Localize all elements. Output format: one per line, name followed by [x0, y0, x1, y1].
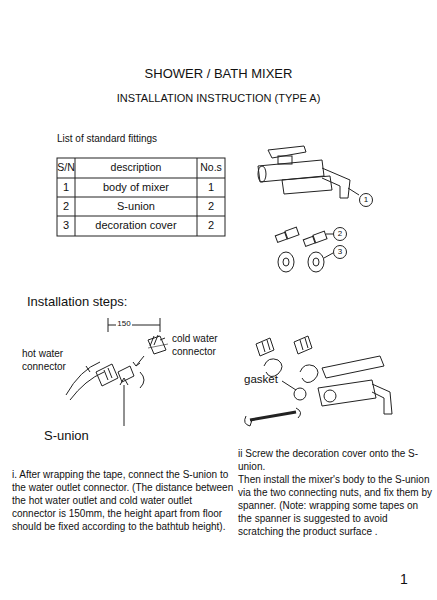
table-cell: 2 — [197, 199, 225, 213]
table-cell: body of mixer — [75, 180, 197, 194]
callout-circle: 3 — [333, 245, 347, 259]
dimension: 150 — [116, 319, 132, 329]
step-one-figure — [66, 318, 168, 426]
callout-number: 2 — [338, 230, 342, 238]
table-heading: List of standard fittings — [57, 132, 217, 145]
table-header: S/N — [57, 161, 75, 175]
part-label: S-union — [44, 428, 124, 445]
part-label: gasket — [244, 372, 304, 387]
section-heading: Installation steps: — [27, 294, 177, 311]
mixer-body-drawing — [258, 146, 359, 198]
decoration-covers — [278, 252, 333, 272]
callout-number: 3 — [338, 248, 342, 256]
table-cell: 1 — [57, 180, 75, 194]
table-cell: 2 — [197, 218, 225, 232]
s-union-parts — [275, 227, 333, 246]
step-text: Then install the mixer's body to the S-u… — [238, 473, 434, 538]
table-header: description — [75, 161, 197, 175]
callout-number: 1 — [364, 196, 368, 204]
table-header: No.s — [197, 161, 225, 175]
fittings-table — [57, 158, 225, 236]
page-title: SHOWER / BATH MIXER — [0, 66, 437, 83]
callout-circle: 1 — [359, 193, 373, 207]
table-cell: 2 — [57, 199, 75, 213]
step-text: ii Screw the decoration cover onto the S… — [238, 447, 434, 473]
step-text: i. After wrapping the tape, connect the … — [12, 468, 238, 533]
table-cell: decoration cover — [75, 218, 197, 232]
part-label: cold water connector — [172, 332, 242, 358]
subtitle: INSTALLATION INSTRUCTION (TYPE A) — [0, 91, 437, 105]
table-cell: S-union — [75, 199, 197, 213]
table-cell: 3 — [57, 218, 75, 232]
part-label: hot water connector — [22, 347, 92, 373]
table-cell: 1 — [197, 180, 225, 194]
page-number: 1 — [400, 570, 420, 588]
step-two-figure — [245, 336, 392, 426]
callout-circle: 2 — [333, 227, 347, 241]
